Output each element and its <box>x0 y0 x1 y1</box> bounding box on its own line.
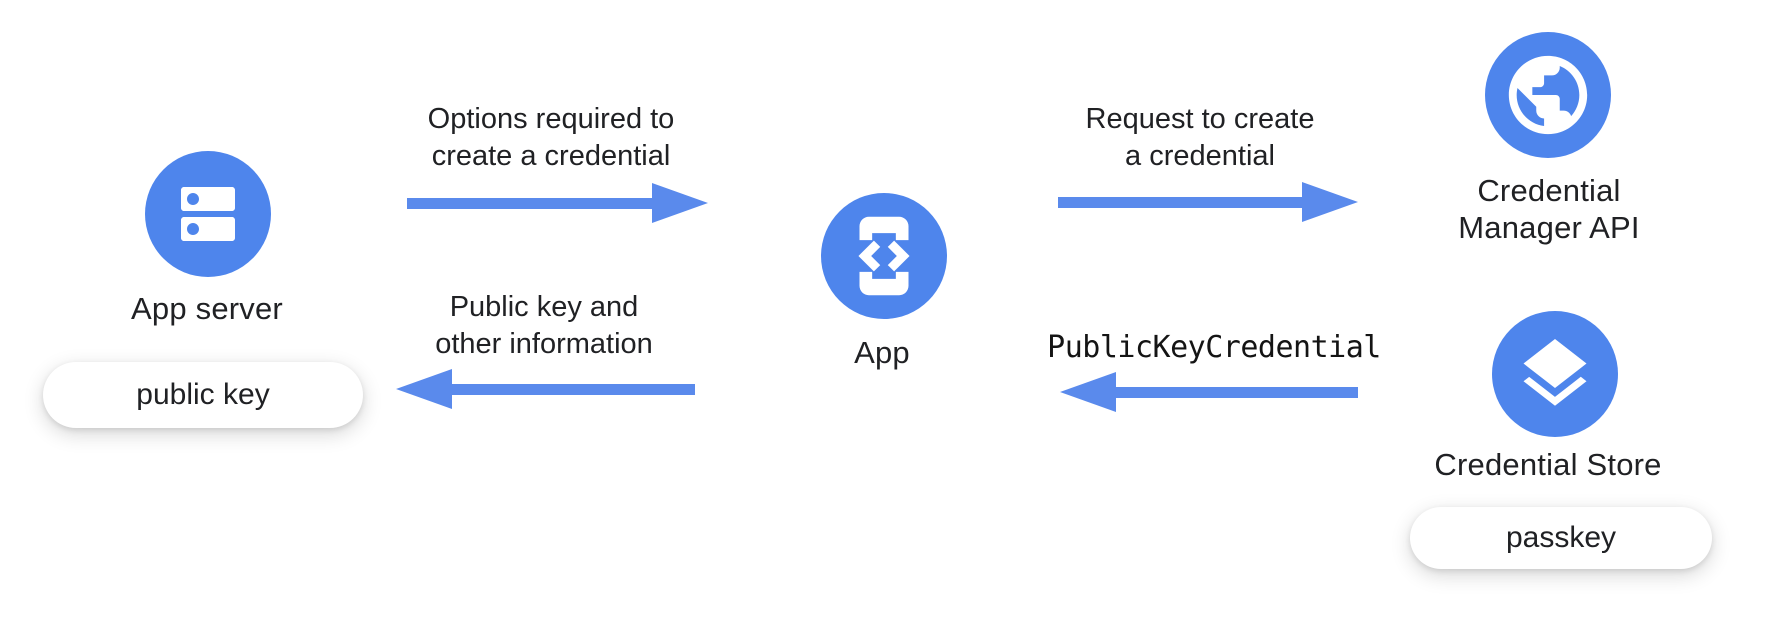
arrow-shaft <box>450 384 695 395</box>
request-arrow-label: Request to create a credential <box>1040 101 1360 175</box>
arrow-head <box>1060 372 1116 412</box>
public-key-credential-arrow-label: PublicKeyCredential <box>1047 330 1381 365</box>
credential-manager-api-label: Credential Manager API <box>1429 172 1669 246</box>
arrow-head <box>396 369 452 409</box>
layers-icon <box>1523 339 1587 406</box>
public-key-pill-label: public key <box>136 378 270 411</box>
app-node <box>821 193 947 319</box>
options-arrow-label: Options required to create a credential <box>391 101 711 175</box>
globe-icon <box>1508 55 1588 135</box>
label-line: a credential <box>1125 140 1275 172</box>
label-line: other information <box>435 328 653 360</box>
arrow-head <box>652 183 708 223</box>
credential-store-node <box>1492 311 1618 437</box>
label-line: Options required to <box>427 103 675 135</box>
label-line: Credential <box>1477 173 1621 208</box>
phone-code-icon <box>858 216 910 296</box>
arrow-shaft <box>407 198 653 209</box>
arrow-shaft <box>1114 387 1358 398</box>
label-line: create a credential <box>431 140 671 172</box>
arrow-head <box>1302 182 1358 222</box>
credential-store-label: Credential Store <box>1434 447 1662 482</box>
app-server-node <box>145 151 271 277</box>
arrow-shaft <box>1058 197 1304 208</box>
passkey-pill: passkey <box>1410 507 1712 569</box>
label-line: Public key and <box>449 291 639 323</box>
credential-manager-api-node <box>1485 32 1611 158</box>
passkey-pill-label: passkey <box>1505 521 1617 554</box>
app-label: App <box>854 335 910 370</box>
public-key-info-arrow-label: Public key and other information <box>384 289 704 363</box>
label-line: Request to create <box>1085 103 1315 135</box>
public-key-pill: public key <box>43 362 363 428</box>
label-line: Manager API <box>1458 210 1640 245</box>
server-icon <box>181 187 235 241</box>
app-server-label: App server <box>131 291 283 326</box>
